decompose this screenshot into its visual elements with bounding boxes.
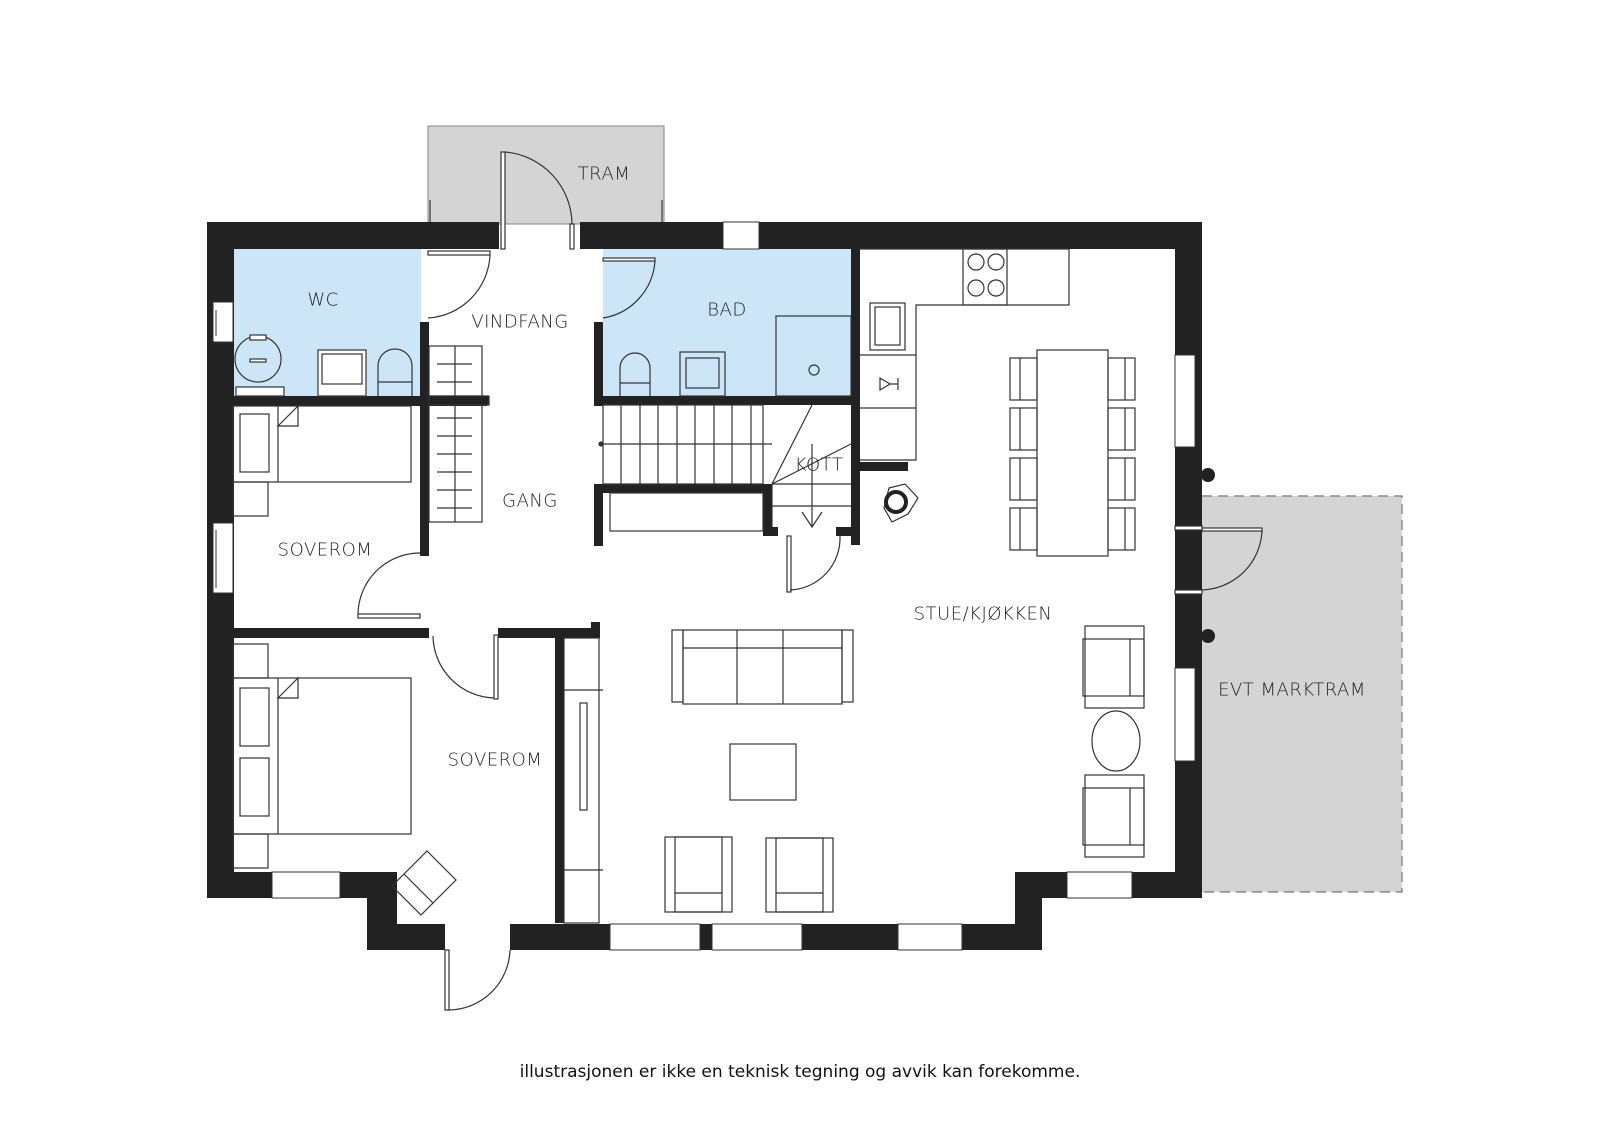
room-label-stue-kjokken: STUE/KJØKKEN bbox=[913, 603, 1053, 625]
room-label-evt-marktram: EVT MARKTRAM bbox=[1218, 679, 1366, 701]
windows bbox=[212, 221, 1196, 951]
column-post bbox=[1201, 629, 1215, 643]
room-label-soverom-2: SOVEROM bbox=[447, 749, 543, 771]
room-label-soverom-1: SOVEROM bbox=[277, 539, 373, 561]
closet bbox=[609, 492, 764, 532]
room-label-kott: KOTT bbox=[794, 454, 844, 476]
room-label-tram: TRAM bbox=[577, 163, 631, 185]
bad-fixtures bbox=[619, 315, 852, 397]
kitchen-counter bbox=[860, 248, 1070, 523]
tram-deck bbox=[427, 125, 665, 225]
living-furniture bbox=[563, 625, 1145, 924]
column-post bbox=[1201, 468, 1215, 482]
room-label-vindfang: VINDFANG bbox=[471, 311, 569, 333]
room-label-bad: BAD bbox=[707, 299, 747, 321]
bad-floor bbox=[603, 249, 858, 396]
marktram-deck bbox=[1202, 496, 1402, 892]
staircase bbox=[598, 404, 852, 529]
dining-set bbox=[1009, 349, 1136, 557]
bedroom-furniture bbox=[232, 345, 490, 916]
room-label-wc: WC bbox=[307, 289, 339, 311]
doors bbox=[357, 151, 1263, 1011]
room-label-gang: GANG bbox=[502, 490, 558, 512]
wc-fixtures bbox=[234, 334, 413, 397]
disclaimer-caption: illustrasjonen er ikke en teknisk tegnin… bbox=[519, 1062, 1081, 1082]
